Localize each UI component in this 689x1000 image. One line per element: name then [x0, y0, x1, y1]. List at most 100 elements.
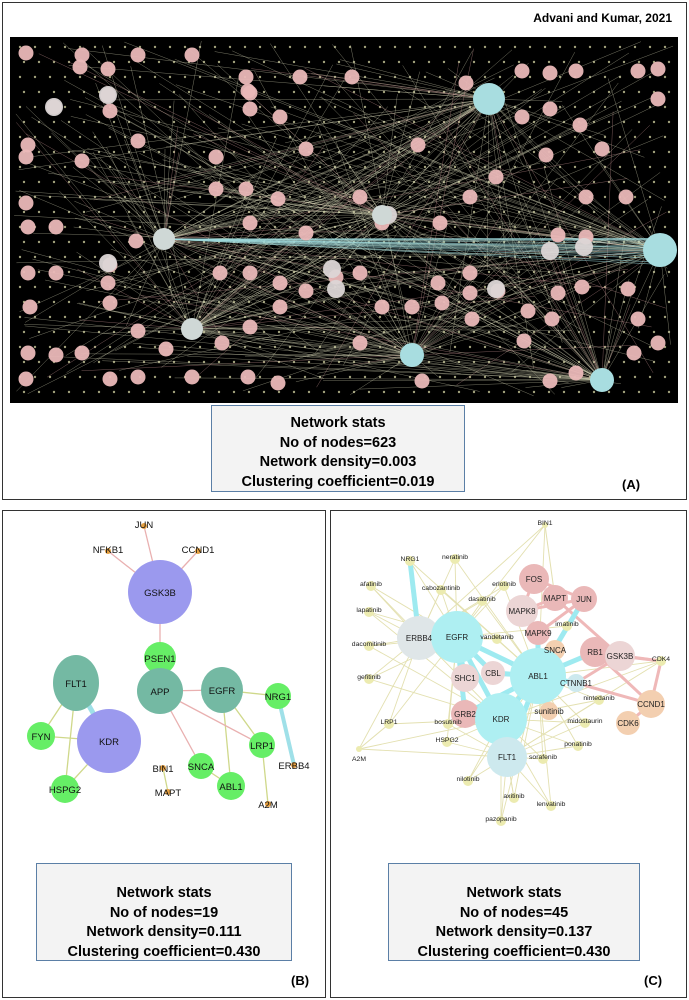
- hub-node: [590, 368, 614, 392]
- edge: [191, 185, 250, 330]
- tiny-node: [648, 165, 652, 169]
- tiny-node: [517, 300, 521, 304]
- tiny-node: [67, 270, 71, 274]
- tiny-node: [172, 330, 176, 334]
- network-graph-a-canvas: [14, 40, 677, 397]
- network-node: [270, 375, 286, 391]
- tiny-node: [202, 180, 206, 184]
- node-label: lenvatinib: [537, 801, 566, 808]
- tiny-node: [262, 120, 266, 124]
- tiny-node: [577, 270, 581, 274]
- tiny-node: [198, 105, 202, 109]
- tiny-node: [622, 180, 626, 184]
- tiny-node: [648, 345, 652, 349]
- tiny-node: [273, 45, 277, 49]
- tiny-node: [532, 90, 536, 94]
- tiny-node: [273, 135, 277, 139]
- edge: [163, 238, 661, 259]
- tiny-node: [18, 165, 22, 169]
- tiny-node: [78, 75, 82, 79]
- tiny-node: [318, 135, 322, 139]
- node-mapt: [165, 789, 171, 795]
- edge: [442, 120, 603, 381]
- tiny-node: [37, 210, 41, 214]
- node-label: erlotinib: [492, 581, 516, 588]
- network-node: [102, 103, 118, 119]
- edge: [317, 354, 413, 374]
- tiny-node: [667, 270, 671, 274]
- tiny-node: [648, 375, 652, 379]
- tiny-node: [112, 60, 116, 64]
- tiny-node: [202, 360, 206, 364]
- edge: [62, 42, 413, 356]
- tiny-node: [288, 315, 292, 319]
- hub-node: [473, 83, 505, 115]
- tiny-node: [18, 285, 22, 289]
- tiny-node: [543, 135, 547, 139]
- tiny-node: [333, 375, 337, 379]
- tiny-node: [637, 300, 641, 304]
- tiny-node: [667, 90, 671, 94]
- tiny-node: [22, 180, 26, 184]
- network-node: [298, 141, 314, 157]
- network-node: [344, 69, 360, 85]
- network-node: [352, 335, 368, 351]
- tiny-node: [367, 330, 371, 334]
- edge: [136, 61, 383, 216]
- network-node: [18, 371, 34, 387]
- node-gsk3b: [128, 560, 192, 624]
- tiny-node: [322, 300, 326, 304]
- network-node: [626, 345, 642, 361]
- node-label: GRB2: [454, 710, 476, 719]
- edge: [162, 767, 169, 793]
- edge: [381, 94, 398, 216]
- stats-nodes: No of nodes=19: [109, 904, 219, 921]
- network-node: [99, 254, 117, 272]
- tiny-node: [648, 135, 652, 139]
- tiny-node: [93, 285, 97, 289]
- edge: [191, 52, 630, 330]
- tiny-node: [333, 105, 337, 109]
- tiny-node: [667, 180, 671, 184]
- tiny-node: [513, 45, 517, 49]
- tiny-node: [292, 390, 296, 394]
- edge: [335, 141, 413, 356]
- tiny-node: [187, 360, 191, 364]
- node-lrp1: [384, 719, 394, 729]
- tiny-node: [228, 375, 232, 379]
- node-label: FYN: [32, 732, 51, 743]
- tiny-node: [498, 75, 502, 79]
- tiny-node: [52, 60, 56, 64]
- network-node: [542, 65, 558, 81]
- edge: [411, 48, 474, 356]
- edge: [163, 238, 588, 276]
- tiny-node: [262, 90, 266, 94]
- tiny-node: [348, 375, 352, 379]
- network-node: [240, 369, 256, 385]
- edge: [191, 317, 482, 330]
- network-node: [100, 61, 116, 77]
- tiny-node: [153, 45, 157, 49]
- network-node: [242, 101, 258, 117]
- edge: [304, 67, 661, 251]
- tiny-node: [63, 105, 67, 109]
- tiny-node: [37, 360, 41, 364]
- edge: [381, 105, 565, 216]
- tiny-node: [292, 120, 296, 124]
- tiny-node: [378, 45, 382, 49]
- node-shc1: [451, 664, 479, 692]
- tiny-node: [22, 120, 26, 124]
- tiny-node: [138, 75, 142, 79]
- tiny-node: [363, 45, 367, 49]
- tiny-node: [202, 150, 206, 154]
- edge: [191, 137, 277, 330]
- tiny-node: [318, 285, 322, 289]
- edge: [411, 315, 547, 356]
- tiny-node: [498, 375, 502, 379]
- network-node: [514, 109, 530, 125]
- tiny-node: [577, 60, 581, 64]
- tiny-node: [63, 285, 67, 289]
- tiny-node: [303, 135, 307, 139]
- edge: [526, 369, 603, 381]
- tiny-node: [187, 90, 191, 94]
